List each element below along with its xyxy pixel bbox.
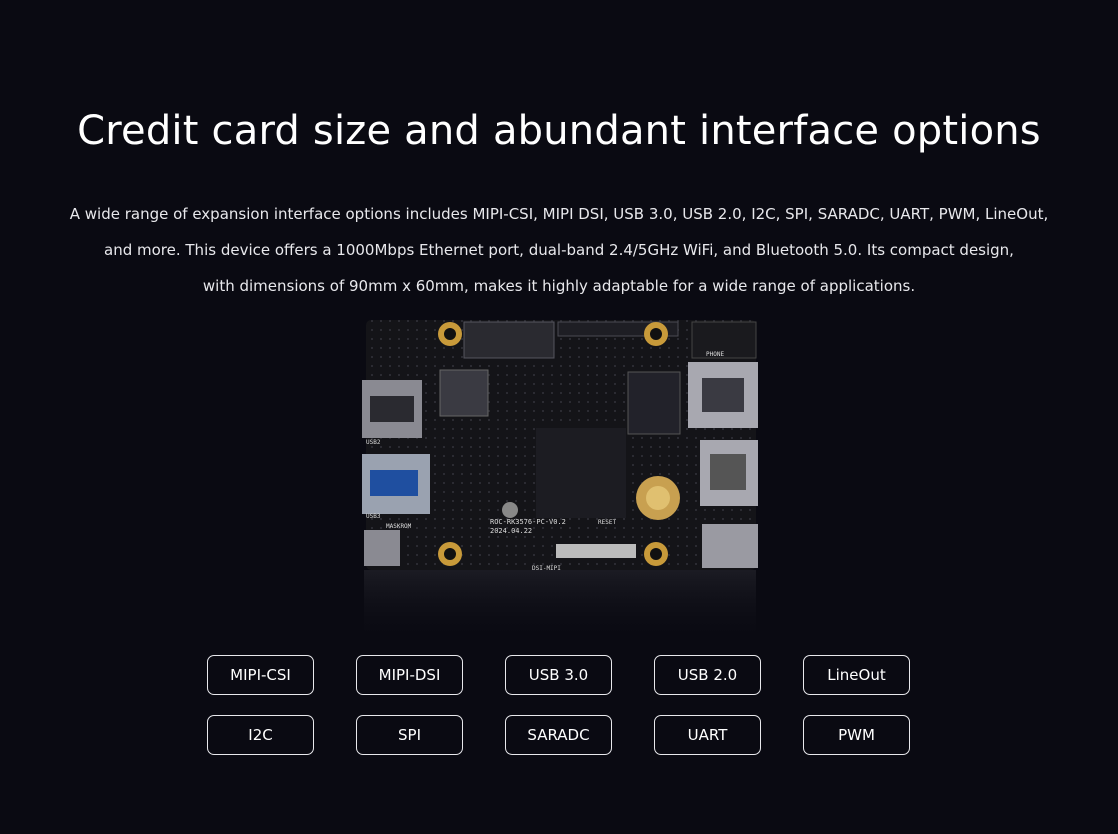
section-title: Credit card size and abundant interface … [77,108,1041,154]
tag-usb2: USB 2.0 [654,655,761,695]
board-label: USB3 [366,513,381,520]
board-label: PHONE [706,351,724,358]
description-line: and more. This device offers a 1000Mbps … [104,241,1014,259]
tag-saradc: SARADC [505,715,612,755]
tag-usb3: USB 3.0 [505,655,612,695]
board-image: MASKROM ROC-RK3576-PC-V0.2 2024.04.22 DS… [360,318,758,648]
board-label: DSI-MIPI [532,565,561,572]
tag-i2c: I2C [207,715,314,755]
description-line: A wide range of expansion interface opti… [69,205,1049,223]
tag-spi: SPI [356,715,463,755]
board-label: MASKROM [386,523,412,530]
board-label: USB2 [366,439,381,446]
description-line: with dimensions of 90mm x 60mm, makes it… [202,277,916,295]
tag-lineout: LineOut [803,655,910,695]
circuit-board-icon: MASKROM ROC-RK3576-PC-V0.2 2024.04.22 DS… [362,320,758,645]
board-label: RESET [598,519,616,526]
board-label: ROC-RK3576-PC-V0.2 [490,518,566,526]
interface-tags: MIPI-CSI MIPI-DSI USB 3.0 USB 2.0 LineOu… [207,655,913,755]
tag-uart: UART [654,715,761,755]
tag-mipi-dsi: MIPI-DSI [356,655,463,695]
tag-pwm: PWM [803,715,910,755]
section-description: A wide range of expansion interface opti… [40,196,1078,304]
tag-mipi-csi: MIPI-CSI [207,655,314,695]
board-label: 2024.04.22 [490,527,532,535]
